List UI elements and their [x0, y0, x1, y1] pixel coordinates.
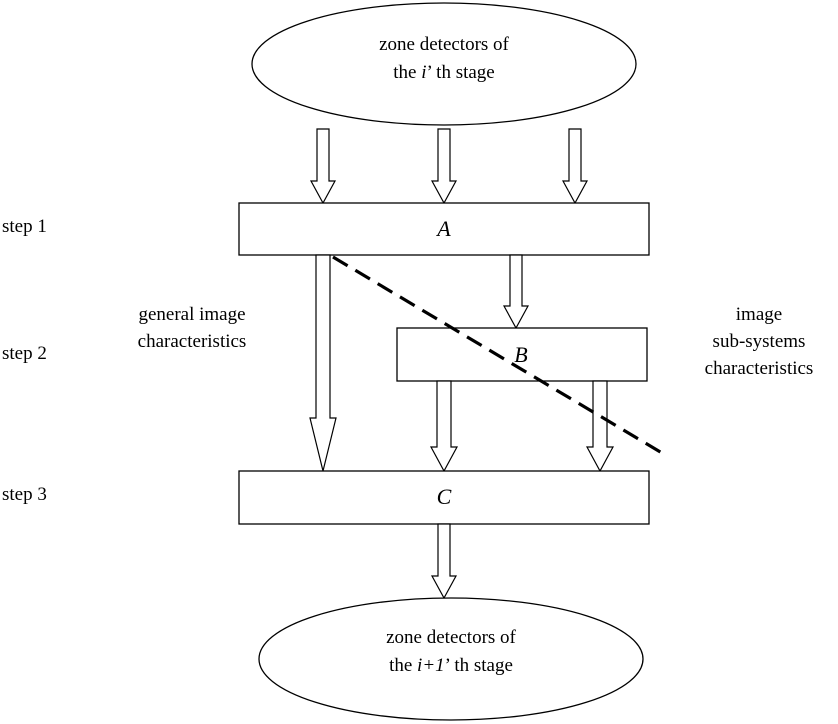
general-characteristics-line1: general image	[138, 304, 245, 325]
box-c-rect	[238, 470, 650, 525]
bottom-node-prefix: the	[389, 655, 417, 676]
top-node-suffix: ’ th stage	[427, 62, 495, 83]
bottom-node-suffix: ’ th stage	[445, 655, 513, 676]
general-characteristics-line2: characteristics	[138, 331, 247, 352]
arrow-b-to-c-left	[429, 380, 459, 473]
box-a-rect	[238, 202, 650, 256]
subsystem-characteristics-line2: sub-systems	[713, 331, 806, 352]
top-node: zone detectors of the i’ th stage	[251, 2, 637, 126]
bottom-node-line1: zone detectors of	[386, 627, 516, 648]
top-node-variable: i	[421, 62, 426, 83]
box-c: C	[238, 470, 650, 525]
top-node-line2: the i’ th stage	[393, 62, 495, 83]
step-2-label: step 2	[2, 343, 47, 364]
arrow-b-to-c-right	[585, 380, 615, 473]
arrow-top-to-a-right	[561, 128, 589, 205]
step-3-label: step 3	[2, 484, 47, 505]
step-1-label: step 1	[2, 216, 47, 237]
bottom-node: zone detectors of the i+1’ th stage	[258, 597, 644, 721]
top-node-prefix: the	[393, 62, 421, 83]
arrow-top-to-a-left	[309, 128, 337, 205]
arrow-a-to-b	[502, 254, 530, 330]
box-b: B	[396, 327, 648, 382]
top-node-line1: zone detectors of	[379, 34, 509, 55]
arrow-c-to-bottom	[430, 523, 458, 600]
box-c-label: C	[437, 484, 452, 509]
box-b-label: B	[514, 342, 527, 367]
bottom-ellipse	[258, 597, 644, 721]
arrow-top-to-a-middle	[430, 128, 458, 205]
separator-dashed-line	[332, 255, 663, 455]
box-a: A	[238, 202, 650, 256]
subsystem-characteristics-line3: characteristics	[705, 358, 814, 379]
arrow-a-to-c-long	[309, 254, 337, 472]
box-b-rect	[396, 327, 648, 382]
box-a-label: A	[435, 216, 451, 241]
bottom-node-variable: i+1	[417, 655, 445, 676]
top-ellipse	[251, 2, 637, 126]
subsystem-characteristics-line1: image	[736, 304, 782, 325]
bottom-node-line2: the i+1’ th stage	[389, 655, 513, 676]
